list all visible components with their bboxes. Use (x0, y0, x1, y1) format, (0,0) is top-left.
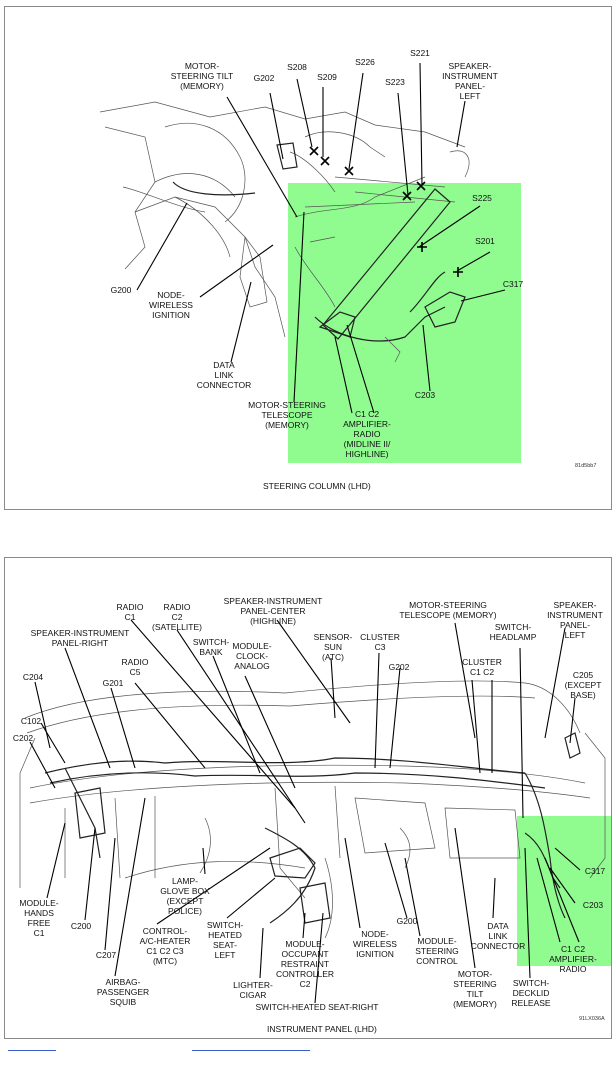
label-s226: S226 (355, 57, 375, 67)
label-module-clock-analog: MODULE-CLOCK-ANALOG (232, 641, 271, 671)
steering-column-sketch (99, 101, 470, 363)
label-c202: C202 (13, 733, 34, 743)
label-s209: S209 (317, 72, 337, 82)
steering-column-diagram: MOTOR-STEERING TILT(MEMORY) G202 S208 S2… (99, 48, 596, 491)
label-switch-bank: SWITCH-BANK (193, 637, 230, 657)
label-s208: S208 (287, 62, 307, 72)
label-c203: C203 (583, 900, 604, 910)
steering-column-panel: MOTOR-STEERING TILT(MEMORY) G202 S208 S2… (4, 6, 612, 510)
label-g202: G202 (389, 662, 410, 672)
figure-code: 81d5bb7 (575, 463, 596, 469)
leader-lines (136, 62, 506, 414)
figure-caption: STEERING COLUMN (LHD) (263, 481, 371, 491)
label-sensor-sun: SENSOR-SUN(ATC) (314, 632, 353, 662)
label-motor-steering-tilt: MOTOR-STEERING TILT(MEMORY) (171, 61, 234, 91)
label-c200: C200 (71, 921, 92, 931)
column-outline (322, 188, 451, 340)
label-g200: G200 (111, 285, 132, 295)
label-c207: C207 (96, 950, 117, 960)
figure-caption: INSTRUMENT PANEL (LHD) (267, 1024, 377, 1034)
label-s223: S223 (385, 77, 405, 87)
label-s201: S201 (475, 236, 495, 246)
label-switch-heated-seat-right: SWITCH-HEATED SEAT-RIGHT (256, 1002, 379, 1012)
label-g200: G200 (397, 916, 418, 926)
label-lighter-cigar: LIGHTER-CIGAR (233, 980, 273, 1000)
leader-lines (29, 619, 581, 1004)
label-s221: S221 (410, 48, 430, 58)
label-c317: C317 (503, 279, 524, 289)
label-s225: S225 (472, 193, 492, 203)
label-c102: C102 (21, 716, 42, 726)
label-c204: C204 (23, 672, 44, 682)
splice-markers (309, 146, 463, 277)
label-g202: G202 (254, 73, 275, 83)
highlight-region (288, 183, 521, 463)
label-switch-headlamp: SWITCH-HEADLAMP (490, 622, 537, 642)
label-g201: G201 (103, 678, 124, 688)
figure-code: 91LX036A (579, 1016, 605, 1022)
label-c317: C317 (585, 866, 606, 876)
footer-link[interactable] (8, 1050, 56, 1051)
highlight-region (517, 816, 611, 966)
label-c203: C203 (415, 390, 436, 400)
footer-link[interactable] (192, 1050, 310, 1051)
